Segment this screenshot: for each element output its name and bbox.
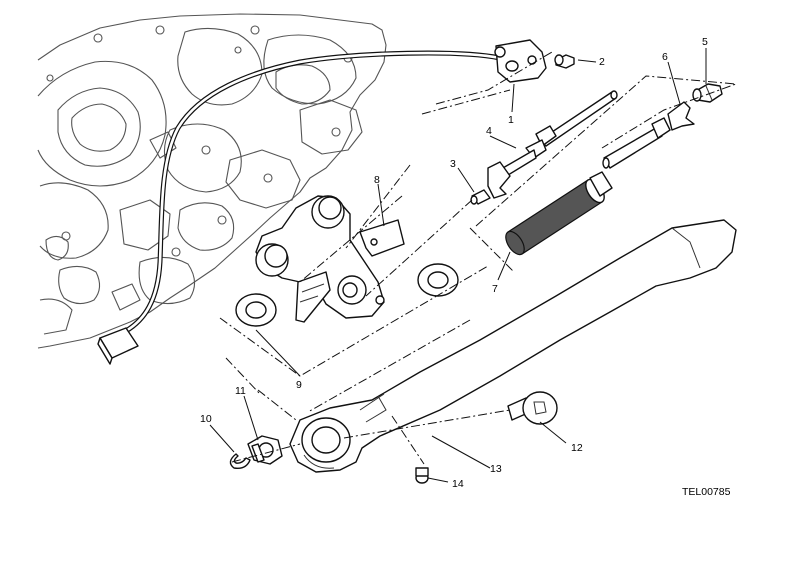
part-8-spring-bracket <box>359 219 405 257</box>
part-2-sensor-screw <box>554 54 575 69</box>
drawing-code: TEL00785 <box>682 486 731 498</box>
sidestand-sensor-cable <box>97 50 501 365</box>
callout-labels: 1 2 3 4 5 6 7 8 9 10 11 12 13 14 <box>200 36 708 490</box>
part-5-spring-pin-nut <box>692 83 723 103</box>
callout-14: 14 <box>452 478 464 490</box>
part-1-sidestand-sensor <box>494 39 547 83</box>
callout-2: 2 <box>599 56 605 68</box>
part-9-washers <box>235 263 459 327</box>
part-13-side-stand-leg <box>289 219 737 473</box>
callout-9: 9 <box>296 379 302 391</box>
part-6-spring-hook <box>602 101 695 169</box>
part-14-small-screw <box>415 467 429 484</box>
callout-12: 12 <box>571 442 583 454</box>
callout-6: 6 <box>662 51 668 63</box>
callout-5: 5 <box>702 36 708 48</box>
callout-7: 7 <box>492 283 498 295</box>
part-3-grub-screw <box>470 189 491 205</box>
callout-13: 13 <box>490 463 502 475</box>
callout-3: 3 <box>450 158 456 170</box>
part-4-spring-hook-pin <box>487 90 618 199</box>
callout-1: 1 <box>508 114 514 126</box>
callout-11: 11 <box>235 385 246 397</box>
callout-4: 4 <box>486 125 492 137</box>
part-7-return-spring <box>505 171 613 256</box>
callout-leaders <box>209 48 707 483</box>
sidestand-mounting-bracket <box>255 195 385 323</box>
part-11-pivot-nut <box>247 435 283 465</box>
callout-8: 8 <box>374 174 380 186</box>
part-12-pivot-bolt <box>507 391 558 425</box>
callout-10: 10 <box>200 413 212 425</box>
